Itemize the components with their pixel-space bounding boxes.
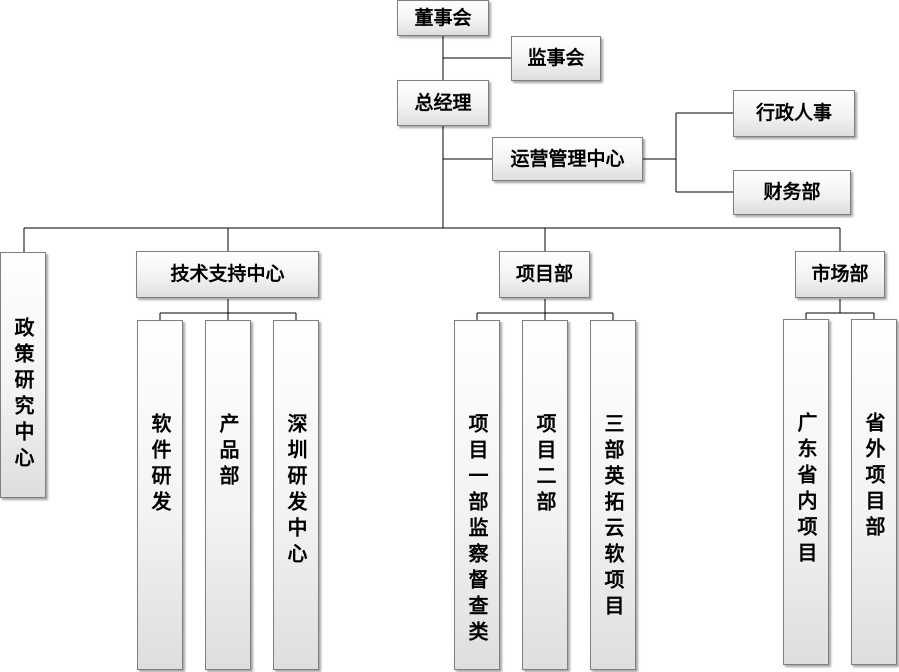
board-node: 董事会 <box>397 0 489 36</box>
supervisors-label: 监事会 <box>527 47 585 69</box>
projects-label: 项目部 <box>515 263 573 285</box>
market-node: 市场部 <box>795 251 885 298</box>
project-dept-3-node: 三部英拓云软项目 <box>590 320 636 670</box>
ops-center-node: 运营管理中心 <box>492 137 643 181</box>
admin-hr-label: 行政人事 <box>755 102 832 124</box>
tech-support-node: 技术支持中心 <box>136 251 319 298</box>
project-dept-2-node: 项目二部 <box>522 320 568 670</box>
project-dept-1-node: 项目一部监察督查类 <box>454 320 500 670</box>
policy-research-node: 政策研究中心 <box>0 252 46 498</box>
general-manager-node: 总经理 <box>397 80 489 126</box>
general-manager-label: 总经理 <box>414 91 472 114</box>
board-label: 董事会 <box>414 6 472 29</box>
shenzhen-rd-label: 深圳研发中心 <box>284 413 308 569</box>
guangdong-projects-node: 广东省内项目 <box>783 319 829 665</box>
project-dept-2-label: 项目二部 <box>533 413 557 517</box>
tech-support-label: 技术支持中心 <box>170 263 285 285</box>
project-dept-3-label: 三部英拓云软项目 <box>601 413 625 621</box>
guangdong-projects-label: 广东省内项目 <box>794 412 818 568</box>
outside-projects-label: 省外项目部 <box>862 412 886 542</box>
finance-node: 财务部 <box>733 170 851 215</box>
policy-research-label: 政策研究中心 <box>11 317 35 473</box>
market-label: 市场部 <box>811 263 869 285</box>
product-node: 产品部 <box>205 320 251 670</box>
supervisors-node: 监事会 <box>511 36 601 81</box>
projects-node: 项目部 <box>499 251 590 298</box>
admin-hr-node: 行政人事 <box>733 90 855 137</box>
outside-projects-node: 省外项目部 <box>851 319 897 665</box>
shenzhen-rd-node: 深圳研发中心 <box>273 320 319 670</box>
ops-center-label: 运营管理中心 <box>510 147 625 170</box>
software-rd-node: 软件研发 <box>137 320 183 670</box>
product-label: 产品部 <box>216 413 240 491</box>
software-rd-label: 软件研发 <box>148 413 172 517</box>
finance-label: 财务部 <box>763 181 821 203</box>
project-dept-1-label: 项目一部监察督查类 <box>465 413 489 647</box>
